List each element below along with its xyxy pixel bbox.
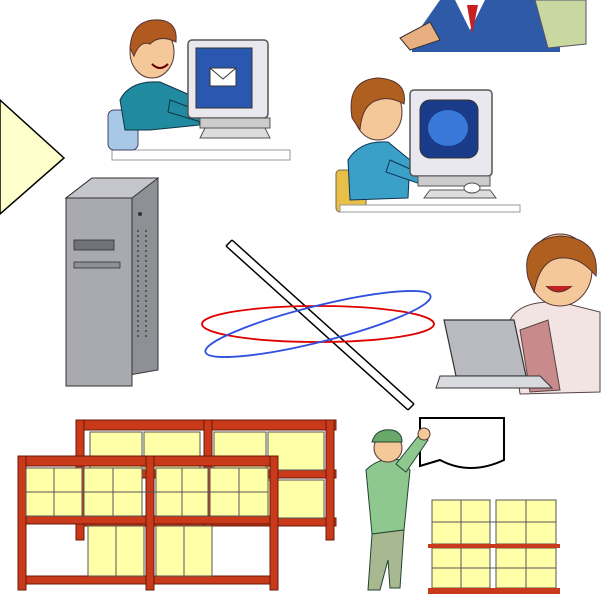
stacked-pallets-icon	[428, 499, 560, 594]
man-at-email-computer-icon	[107, 19, 291, 161]
woman-at-computer-icon	[335, 77, 521, 213]
woman-with-laptop-icon	[435, 233, 601, 395]
businessman-icon	[399, 0, 587, 52]
warehouse-shelving-icon	[17, 419, 337, 591]
server-tower-icon	[64, 177, 160, 387]
callout-arrow-shape	[0, 98, 66, 215]
crossed-wireless-link-lines	[201, 239, 435, 411]
worker-pointing-at-sign-icon	[365, 417, 505, 591]
